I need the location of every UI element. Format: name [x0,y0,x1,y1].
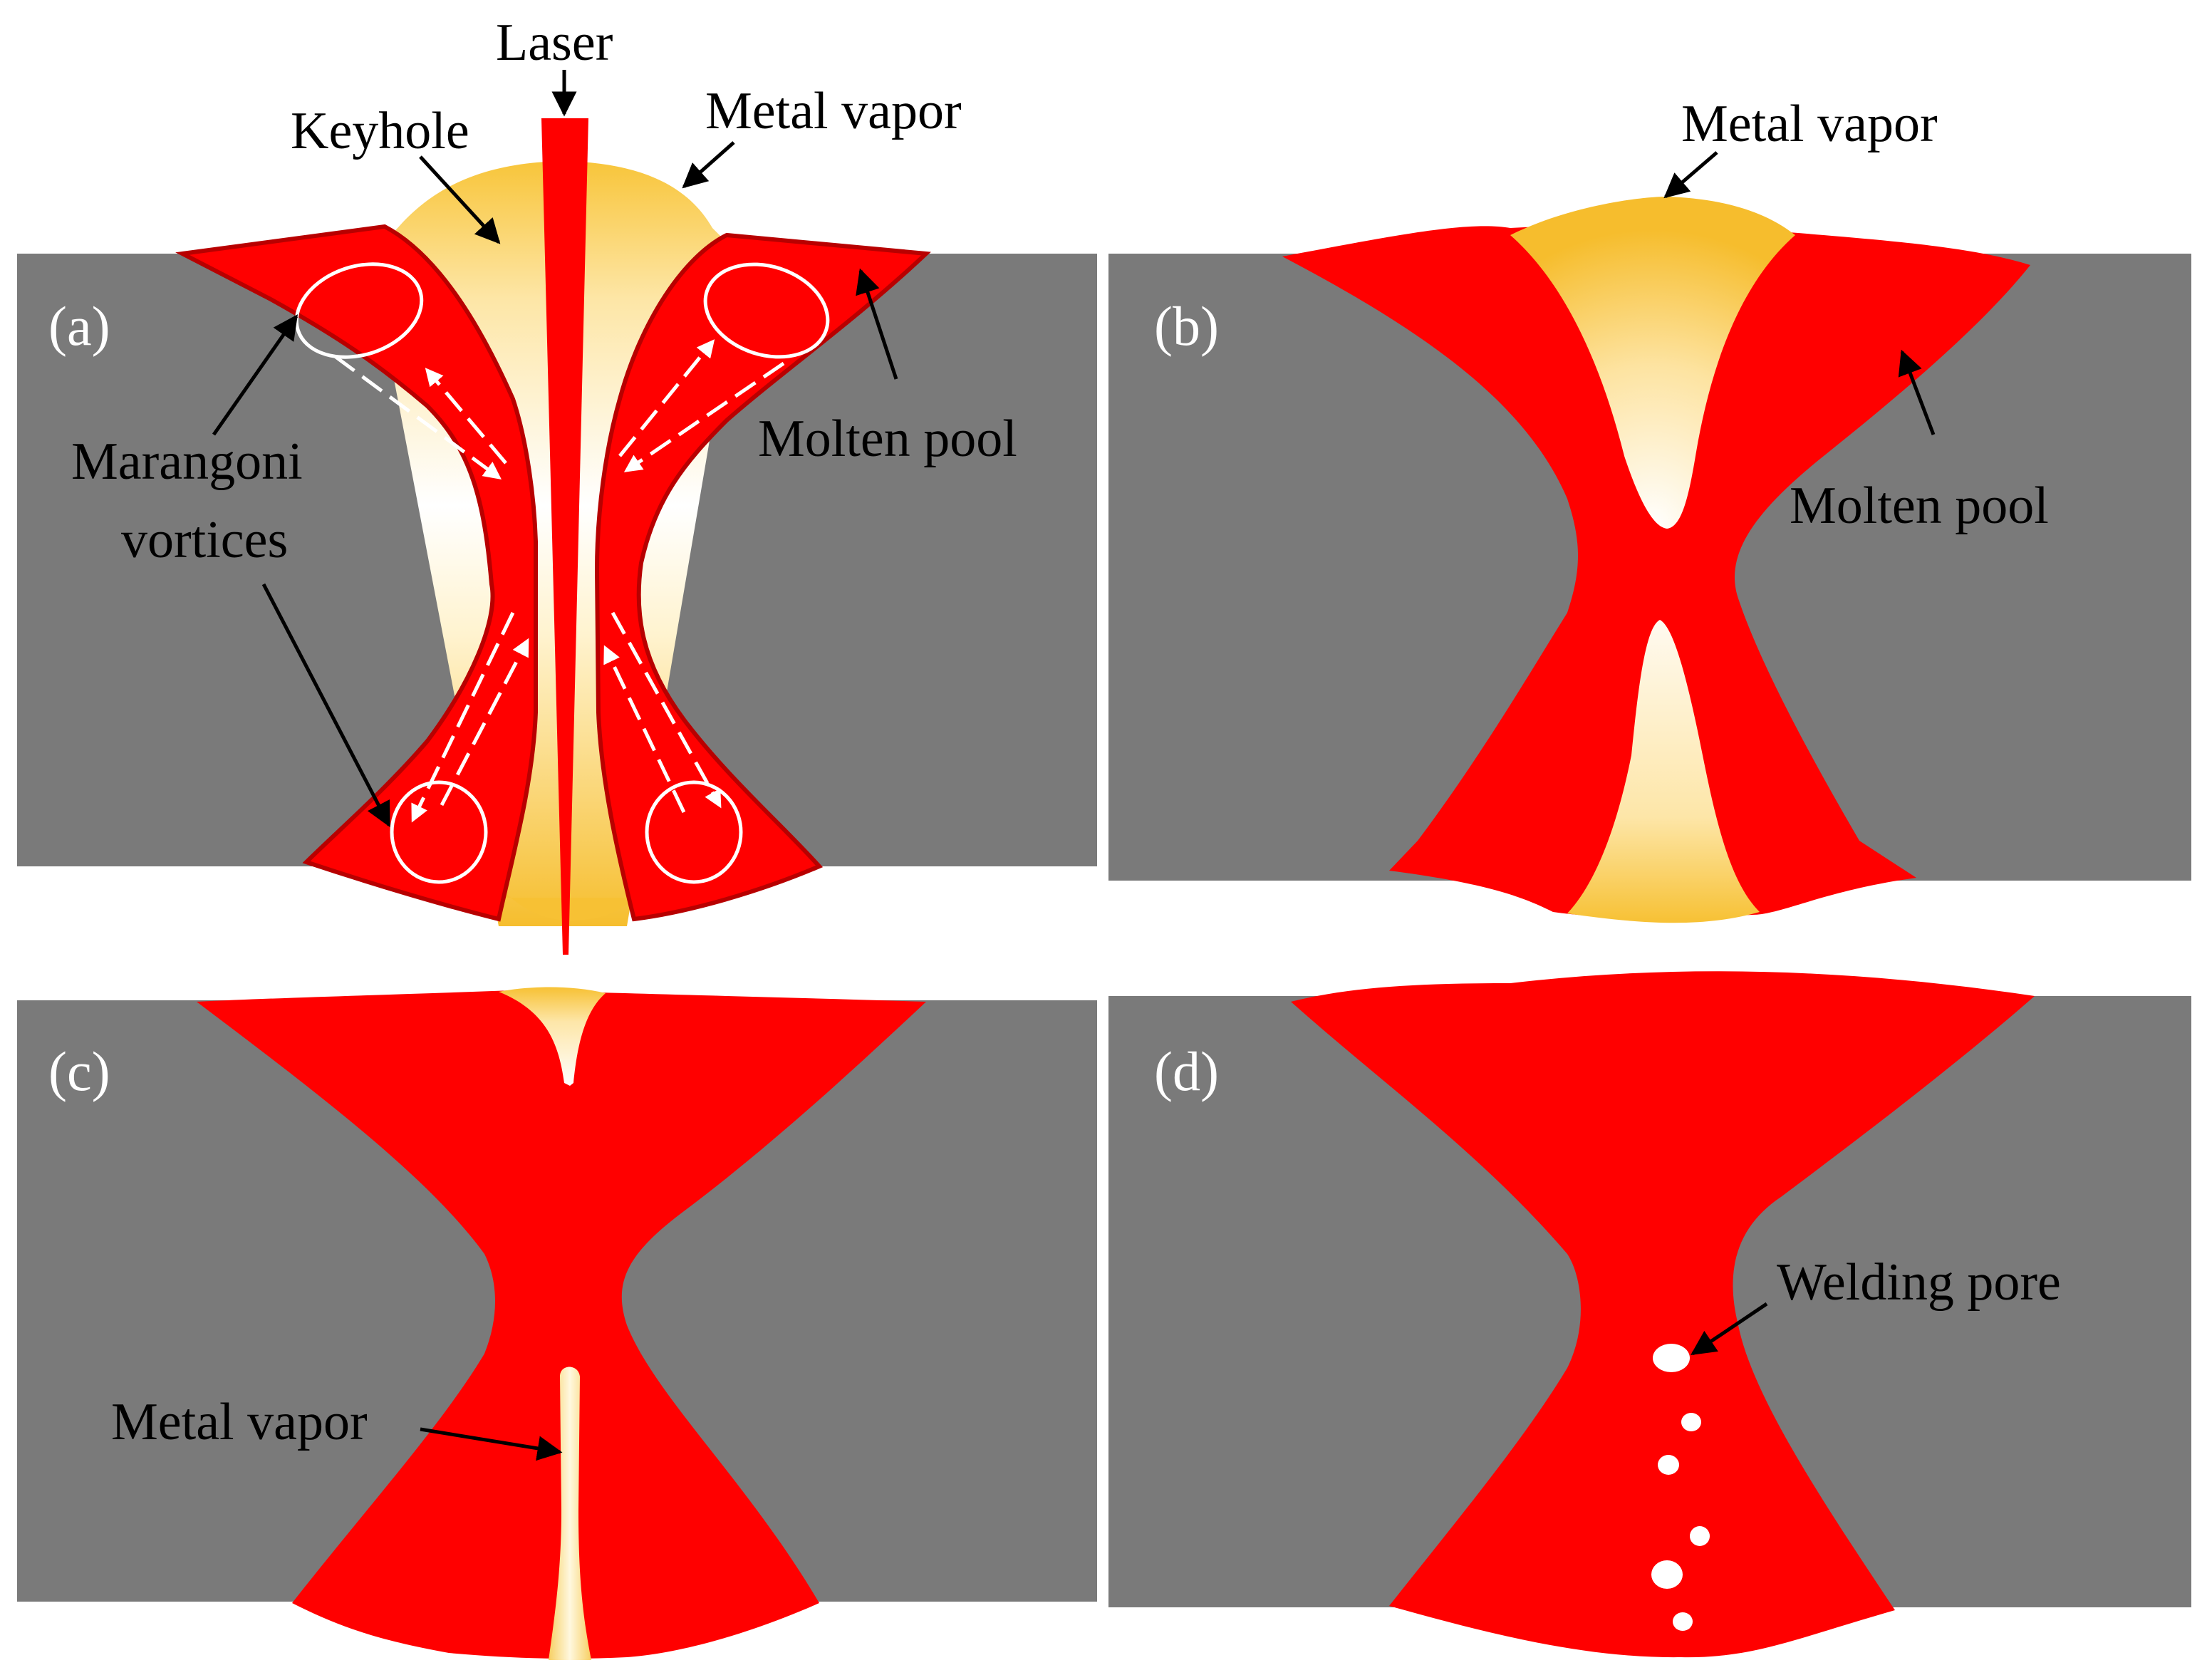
panel-label-a: (a) [48,295,110,357]
arrow-icon [261,583,391,828]
vortex-icon [294,262,830,884]
pore-2 [1681,1413,1701,1431]
metal-vapor-label-c: Metal vapor [111,1393,368,1451]
flow-arrows-a [333,339,785,823]
pore-5 [1651,1560,1683,1589]
metal-vapor-bottom-a [470,841,670,921]
pore-3 [1658,1455,1679,1475]
metal-vapor-top-c [499,987,606,1086]
molten-pool-label-b: Molten pool [1790,477,2049,535]
panel-c: (c) Metal vapor [17,987,1097,1660]
laser-label: Laser [496,14,613,72]
panel-label-d: (d) [1154,1040,1219,1102]
panel-label-b: (b) [1154,295,1219,357]
pore-4 [1690,1526,1710,1546]
pore-6 [1673,1612,1693,1631]
molten-pool-d [1291,971,2035,1658]
welding-pore-label: Welding pore [1777,1253,2061,1312]
molten-pool-label-a: Molten pool [758,410,1017,468]
laser-beam-icon [541,118,588,955]
panel-a: (a) Laser Keyhole Metal vapor Molten poo… [17,14,1097,955]
molten-pool-right-a [594,232,931,922]
molten-pool-b [1282,224,2030,918]
arrow-icon [420,1427,563,1461]
molten-pool-c [197,990,926,1659]
arrow-icon [682,141,735,189]
arrow-icon [1663,151,1718,199]
metal-vapor-label-b: Metal vapor [1681,95,1938,153]
arrow-icon [1898,349,1936,435]
marangoni-label-line1: Marangoni [71,432,303,491]
panel-b: (b) Metal vapor Molten pool [1108,95,2191,923]
marangoni-label-line2: vortices [121,511,288,569]
arrow-icon [212,314,298,436]
arrow-icon [419,155,501,244]
arrow-icon [856,268,898,380]
panel-label-c: (c) [48,1040,110,1102]
metal-vapor-bottom-b [1567,620,1760,923]
pore-1 [1653,1344,1690,1372]
welding-pores-d [1651,1344,1710,1631]
metal-vapor-top-b [1510,197,1795,529]
metal-vapor-channel-c [549,1367,591,1660]
panel-d: (d) Welding pore [1108,971,2191,1658]
keyhole-label: Keyhole [291,102,469,160]
arrow-icon [1691,1302,1768,1356]
metal-vapor-label-a: Metal vapor [705,82,962,140]
